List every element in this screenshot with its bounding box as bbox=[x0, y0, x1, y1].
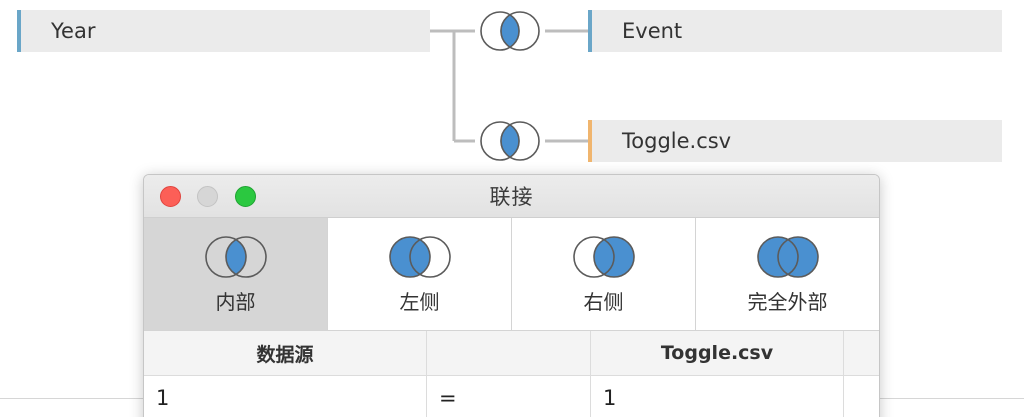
data-source-pill-event[interactable]: Event bbox=[588, 10, 1002, 52]
join-node-event[interactable] bbox=[473, 8, 547, 54]
inner-join-icon bbox=[204, 236, 267, 278]
join-clause-header: 数据源 Toggle.csv bbox=[144, 331, 879, 376]
full-outer-join-icon bbox=[756, 236, 819, 278]
pill-accent-bar bbox=[17, 10, 21, 52]
clause-operator[interactable]: = bbox=[427, 376, 591, 417]
data-source-label: Event bbox=[622, 19, 683, 43]
pill-accent-bar bbox=[588, 10, 592, 52]
clause-right-field[interactable]: 1 bbox=[591, 376, 844, 417]
join-type-selector: 内部 左侧 右侧 bbox=[144, 218, 879, 331]
join-type-label: 左侧 bbox=[399, 290, 440, 314]
join-type-label: 内部 bbox=[215, 290, 256, 314]
header-spacer bbox=[844, 331, 879, 375]
join-type-label: 右侧 bbox=[583, 290, 624, 314]
join-type-full-outer[interactable]: 完全外部 bbox=[696, 218, 879, 330]
right-join-icon bbox=[572, 236, 635, 278]
pill-accent-bar bbox=[588, 120, 592, 162]
header-operator bbox=[427, 331, 591, 375]
join-clause-row: 1 = 1 bbox=[144, 376, 879, 417]
data-source-label: Year bbox=[51, 19, 96, 43]
join-node-toggle-csv[interactable] bbox=[473, 118, 547, 164]
data-source-pill-year[interactable]: Year bbox=[17, 10, 430, 52]
minimize-button[interactable] bbox=[197, 186, 218, 207]
header-left-source[interactable]: 数据源 bbox=[144, 331, 427, 375]
clause-left-field[interactable]: 1 bbox=[144, 376, 427, 417]
join-type-inner[interactable]: 内部 bbox=[144, 218, 328, 330]
close-button[interactable] bbox=[160, 186, 181, 207]
join-type-left[interactable]: 左侧 bbox=[328, 218, 512, 330]
join-type-label: 完全外部 bbox=[747, 290, 828, 314]
zoom-button[interactable] bbox=[235, 186, 256, 207]
clause-spacer bbox=[844, 376, 879, 417]
dialog-title: 联接 bbox=[489, 185, 534, 209]
left-join-icon bbox=[388, 236, 451, 278]
dialog-titlebar[interactable]: 联接 bbox=[144, 175, 879, 218]
data-source-pill-toggle-csv[interactable]: Toggle.csv bbox=[588, 120, 1002, 162]
inner-join-icon bbox=[480, 11, 540, 51]
join-type-right[interactable]: 右侧 bbox=[512, 218, 696, 330]
inner-join-icon bbox=[480, 121, 540, 161]
header-right-source[interactable]: Toggle.csv bbox=[591, 331, 844, 375]
data-source-label: Toggle.csv bbox=[622, 129, 732, 153]
join-dialog: 联接 内部 左侧 bbox=[143, 174, 880, 417]
